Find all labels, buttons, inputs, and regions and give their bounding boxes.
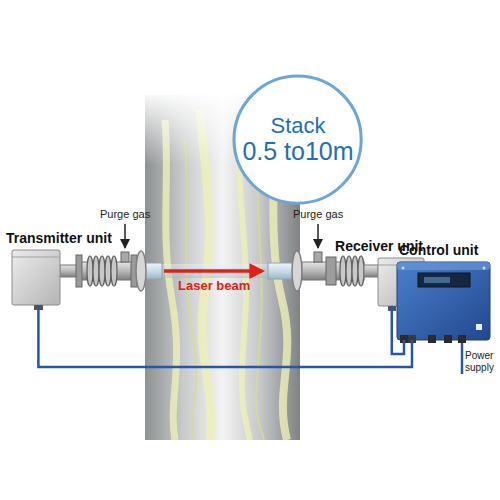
mount-flange (76, 255, 82, 287)
bellows-ring (346, 256, 352, 286)
receiver-box: Receiver unit (378, 258, 424, 306)
cable-gland (458, 335, 466, 343)
mount-rod (364, 265, 378, 277)
housing-box (397, 262, 490, 340)
stack-flange (292, 251, 302, 291)
bellows-ring (99, 256, 105, 286)
control-housing (397, 262, 490, 343)
laser-beam-arrow (164, 269, 262, 273)
mount-flange (326, 257, 336, 285)
purge-port (121, 252, 129, 262)
transmitter-box: Transmitter unit (12, 250, 60, 305)
logo-mark (476, 324, 482, 330)
housing-cap (397, 262, 490, 270)
stack-flange (136, 251, 146, 291)
bellows-ring (87, 256, 93, 286)
bellows-ring (111, 256, 117, 286)
signal-cable (392, 306, 404, 354)
cable-gland (444, 335, 452, 343)
callout-title: Stack (270, 114, 325, 138)
purge-gas-label: Purge gas (293, 208, 343, 221)
bellows-ring (358, 256, 364, 286)
housing-lid (12, 257, 60, 258)
power-supply-label: Power supply (465, 350, 499, 373)
bellows-ring (340, 256, 346, 286)
stack-size-callout: Stack0.5 to10m (232, 74, 363, 205)
signal-cable (38, 305, 412, 367)
bellows (340, 256, 364, 286)
power-cable (461, 343, 464, 374)
screw (402, 267, 405, 270)
receiver-mount (268, 251, 378, 291)
mount-rod (60, 265, 77, 277)
screw (483, 267, 486, 270)
unit-label: Transmitter unit (6, 230, 112, 246)
callout-value: 0.5 to10m (242, 138, 353, 166)
display-screen (424, 277, 450, 283)
purge-gas-label: Purge gas (100, 208, 150, 221)
bellows-ring (352, 256, 358, 286)
display-window (418, 273, 470, 287)
purge-arrow (124, 224, 126, 248)
cable-gland (428, 335, 436, 343)
bellows (87, 256, 117, 286)
laser-beam-label: Laser beam (178, 279, 250, 294)
transmitter-housing (12, 250, 60, 310)
gas-streak (165, 120, 177, 440)
purge-port (314, 252, 322, 262)
bellows-ring (105, 256, 111, 286)
measuring-path (140, 264, 300, 278)
control-box: Control unit (397, 262, 490, 340)
unit-label: Control unit (399, 242, 478, 258)
housing-box (12, 250, 60, 305)
bellows-ring (93, 256, 99, 286)
transmitter-mount (60, 251, 162, 291)
callout-outline (234, 76, 361, 203)
purge-arrow (317, 224, 319, 248)
